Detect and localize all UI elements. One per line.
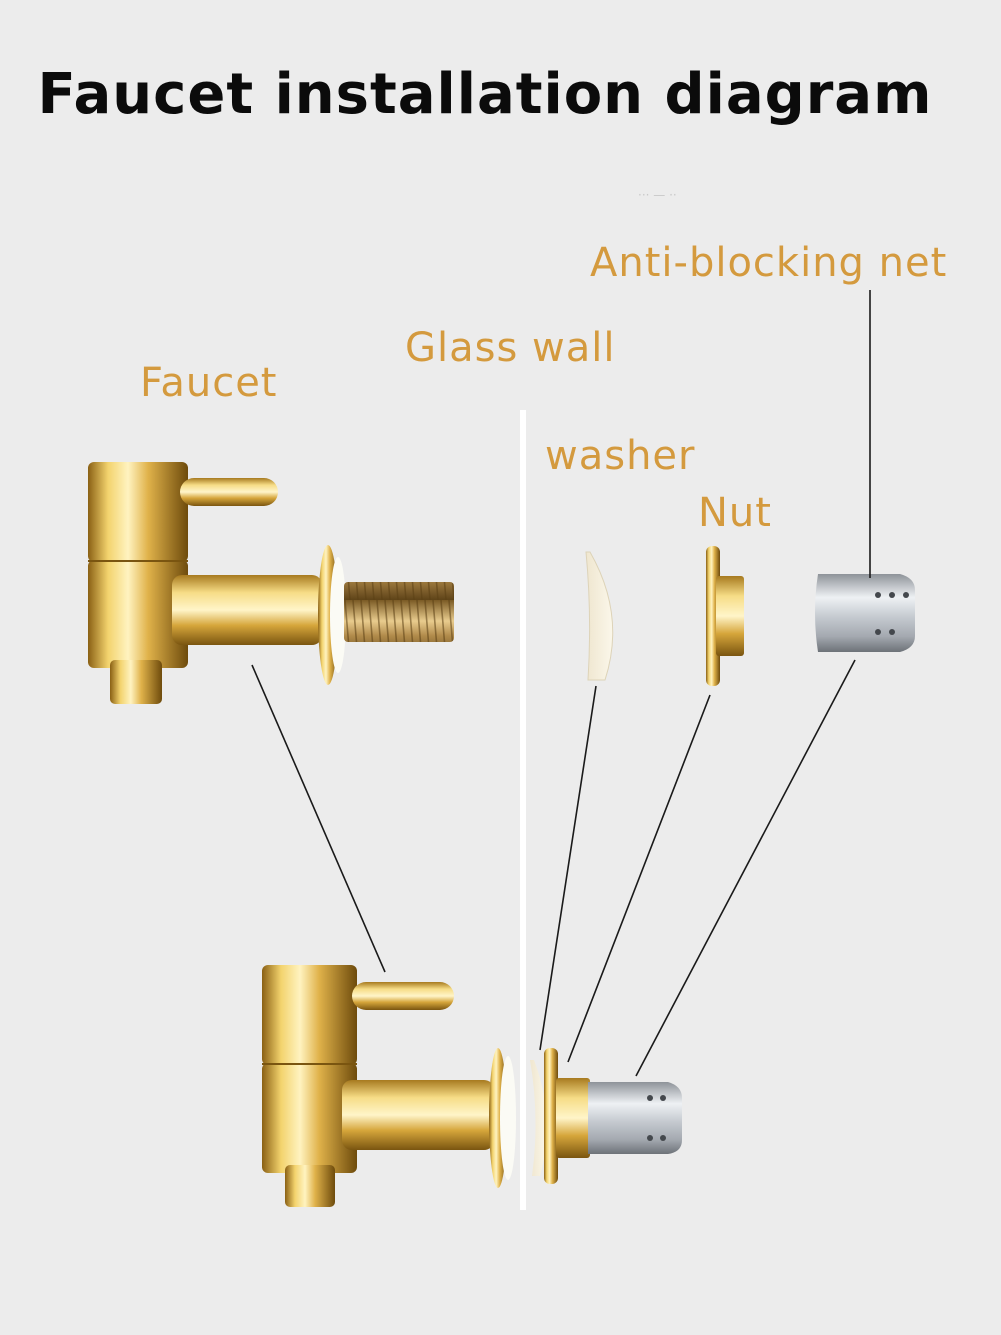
assembly-inner-parts [530,1048,682,1184]
faucet-assembled [262,965,516,1207]
washer-exploded [585,551,614,681]
label-glass-wall: Glass wall [405,325,616,371]
label-nut: Nut [698,490,772,536]
label-faucet: Faucet [140,360,278,406]
glass-wall-line [520,410,526,1210]
faint-watermark: ··· — ·· [638,188,677,202]
anti-blocking-net-exploded [815,574,915,652]
nut-exploded [706,546,744,686]
leader-line-anti-blocking-net-lower [635,659,856,1077]
label-washer: washer [545,433,696,479]
page-title: Faucet installation diagram [37,62,933,127]
faucet-exploded [88,462,454,704]
leader-line-washer [539,685,597,1051]
label-anti-blocking-net: Anti-blocking net [590,240,948,286]
leader-line-faucet [251,664,386,973]
leader-line-nut [567,694,711,1063]
